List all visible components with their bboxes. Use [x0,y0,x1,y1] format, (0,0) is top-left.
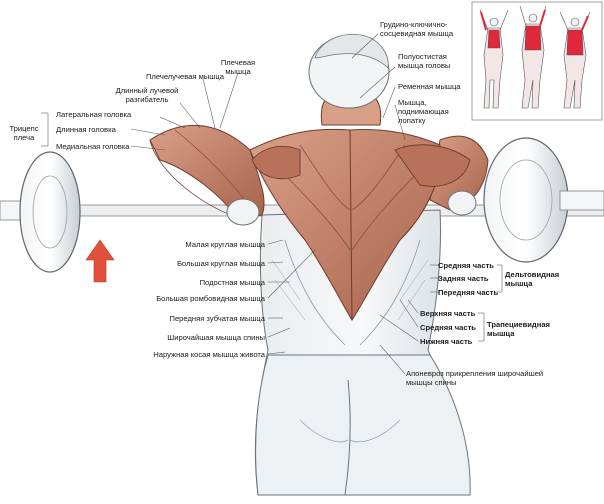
label-external-oblique: Наружная косая мышца живота [153,350,265,359]
body-figure [254,209,471,496]
label-delt-posterior: Задняя часть [438,274,489,283]
label-rhomboid-major: Большая ромбовидная мышца [156,294,265,303]
label-long-head: Длинная головка [56,125,116,134]
left-plate [19,151,81,273]
label-deltoid: Дельтовидная мышца [505,270,560,288]
head [308,33,390,126]
label-splenius: Ременная мышца [398,82,461,91]
label-trap-upper: Верхняя часть [420,309,476,318]
upward-arrow-icon [85,239,115,283]
label-teres-minor: Малая круглая мышца [185,240,265,249]
label-latissimus: Широчайшая мышца спины [167,333,265,342]
label-levator-scapulae: Мышца, поднимающая лопатку [398,98,449,125]
label-triceps: Трицепс плеча [9,124,39,142]
label-brachialis: Плечевая мышца [220,58,256,76]
inset-figures [471,1,603,121]
leader-lines [41,33,503,375]
label-trap-middle: Средняя часть [420,323,476,332]
label-serratus-anterior: Передняя зубчатая мышца [169,314,266,323]
label-infraspinatus: Подостная мышца [199,278,265,287]
label-delt-middle: Средняя часть [438,261,494,270]
label-lateral-head: Латеральная головка [56,110,132,119]
label-trap-lower: Нижняя часть [420,337,473,346]
label-brachioradialis: Плечелучевая мышца [146,72,224,81]
back-muscles [249,128,471,321]
label-sternocleidomastoid: Грудино-ключично- сосцевидная мышца [380,20,454,38]
bar-right-sleeve [559,190,604,211]
label-medial-head: Медиальная головка [56,142,130,151]
label-delt-anterior: Передняя часть [438,288,499,297]
label-semispinalis: Полуостистая мышца головы [398,52,451,70]
label-trapezius: Трапециевидная мышца [487,320,550,338]
label-teres-major: Большая круглая мышца [176,259,265,268]
label-aponeurosis: Апоневроз прикрепления широчайшей мышцы … [406,369,544,387]
right-plate [483,137,569,263]
label-ext-carpi-radialis: Длинный лучевой разгибатель [115,86,179,104]
